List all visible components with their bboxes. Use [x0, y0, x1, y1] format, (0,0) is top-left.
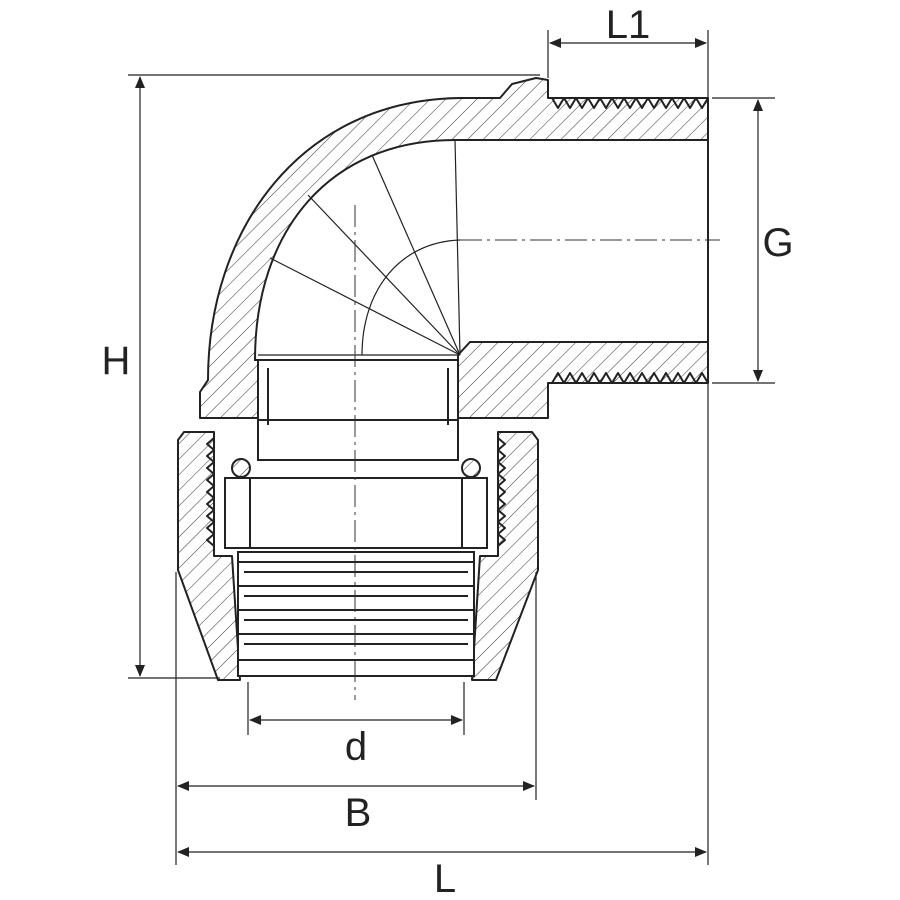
male-thread — [551, 97, 709, 384]
dimension-lines — [128, 30, 775, 865]
bore-flow-lines — [258, 139, 461, 356]
label-H: H — [102, 339, 131, 383]
centre-lines — [354, 205, 720, 700]
label-L1: L1 — [606, 3, 651, 47]
grip-teeth — [238, 561, 474, 661]
clamp-ring-body — [224, 477, 488, 549]
o-ring-left — [231, 458, 251, 478]
label-B: B — [345, 791, 372, 835]
o-ring-seals — [231, 458, 481, 478]
grip-ring-body — [237, 551, 475, 677]
compression-nut — [177, 431, 539, 681]
o-ring-right — [461, 458, 481, 478]
label-d: d — [345, 725, 367, 769]
label-L: L — [434, 857, 456, 900]
nut-right-section — [471, 431, 539, 681]
insert-body — [257, 359, 459, 461]
nut-left-section — [177, 431, 241, 681]
insert-sleeve — [257, 359, 459, 461]
clamp-ring — [224, 477, 488, 677]
label-G: G — [762, 221, 793, 265]
dimension-labels: L1 G H d B L — [102, 3, 794, 900]
